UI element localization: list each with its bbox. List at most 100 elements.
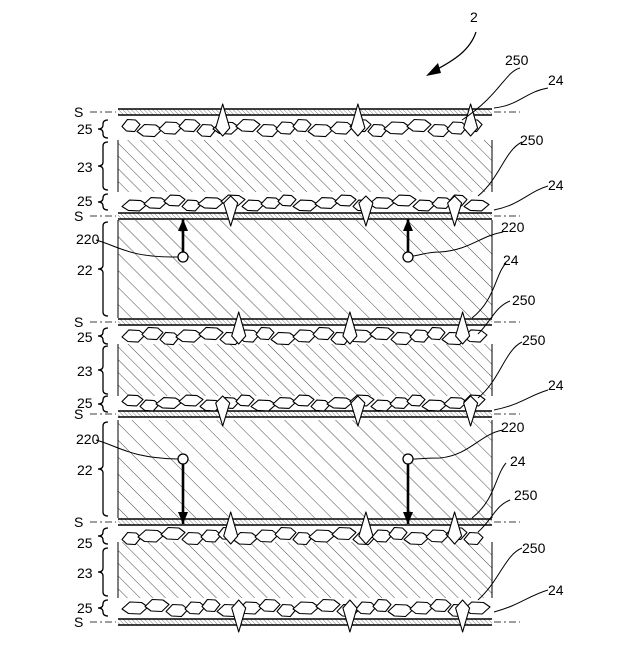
particle-250 <box>315 198 338 209</box>
particle-250 <box>137 125 162 137</box>
layer-22-body <box>118 220 492 318</box>
brace <box>98 346 108 394</box>
label-surface-s: S <box>74 104 83 120</box>
label-ref-220: 220 <box>501 219 525 235</box>
particle-250 <box>428 125 450 137</box>
leader-line <box>494 88 548 108</box>
particle-250 <box>388 605 413 617</box>
leader-line <box>494 590 548 612</box>
particle-250 <box>332 528 356 540</box>
particle-250 <box>271 332 296 344</box>
particle-250 <box>426 530 449 542</box>
particle-250 <box>164 195 185 206</box>
particle-250 <box>293 120 311 132</box>
label-ref-25: 25 <box>77 193 93 209</box>
particle-250 <box>371 400 393 411</box>
particle-250 <box>327 398 353 409</box>
brace <box>98 142 108 190</box>
particle-250 <box>293 602 319 614</box>
particle-250 <box>160 332 179 344</box>
particle-250 <box>430 600 451 612</box>
label-ref-2: 2 <box>470 9 478 25</box>
layer-22-body <box>118 420 492 518</box>
particle-250 <box>343 600 357 632</box>
label-ref-25: 25 <box>77 121 93 137</box>
particle-250 <box>335 195 356 206</box>
label-ref-22: 22 <box>77 262 93 278</box>
label-ref-250: 250 <box>512 292 536 308</box>
particle-250 <box>277 605 296 617</box>
particle-250 <box>410 330 430 342</box>
layer-24-strip <box>118 619 492 625</box>
particle-250 <box>251 400 276 411</box>
particle-250 <box>159 122 182 134</box>
particle-250 <box>384 122 410 134</box>
label-ref-24: 24 <box>548 582 564 598</box>
label-ref-23: 23 <box>77 565 93 581</box>
particle-250 <box>236 395 254 406</box>
brace <box>98 528 108 544</box>
particle-250 <box>392 195 416 206</box>
leader-line <box>494 186 548 210</box>
particle-250 <box>413 200 435 211</box>
label-ref-25: 25 <box>77 329 93 345</box>
layer-stack <box>90 109 520 625</box>
label-ref-24: 24 <box>510 453 526 469</box>
label-ref-220: 220 <box>501 419 525 435</box>
origin-point-220 <box>403 454 413 464</box>
particle-250 <box>156 398 182 409</box>
particle-250 <box>140 400 159 411</box>
particle-250 <box>176 330 202 342</box>
particle-250 <box>166 605 188 617</box>
layer-23-body <box>118 140 492 192</box>
particle-250 <box>179 395 203 406</box>
particle-250 <box>185 602 205 614</box>
particle-250 <box>144 198 167 209</box>
particle-250 <box>122 120 140 132</box>
particle-250 <box>330 122 353 134</box>
particle-250 <box>391 332 413 344</box>
brace <box>98 548 108 596</box>
particle-250 <box>161 528 185 540</box>
brace <box>98 422 108 516</box>
particle-250 <box>242 200 264 211</box>
particle-250 <box>373 600 391 612</box>
label-ref-220: 220 <box>76 431 100 447</box>
particle-250 <box>427 327 445 339</box>
particle-250 <box>308 125 333 137</box>
layer-24-strip <box>118 519 492 525</box>
label-ref-250: 250 <box>505 52 529 68</box>
origin-point-220 <box>178 454 188 464</box>
particle-250 <box>407 395 425 406</box>
layer-24-strip <box>118 411 492 417</box>
label-ref-25: 25 <box>77 395 93 411</box>
label-surface-s: S <box>74 514 83 530</box>
particle-250 <box>198 198 224 209</box>
particle-250 <box>316 600 340 612</box>
layer-23-body <box>118 542 492 598</box>
particle-250 <box>356 602 376 614</box>
particle-250 <box>257 125 279 137</box>
particle-250 <box>293 330 316 342</box>
particle-250 <box>370 327 394 339</box>
particle-250 <box>410 602 433 614</box>
particle-250 <box>145 600 169 612</box>
particle-250 <box>202 600 220 612</box>
particle-250 <box>273 398 296 409</box>
particle-250 <box>232 600 246 632</box>
particle-250 <box>368 125 387 137</box>
particle-250 <box>275 528 296 540</box>
label-ref-250: 250 <box>520 132 544 148</box>
layer-23-body <box>118 344 492 396</box>
particle-250 <box>278 195 296 206</box>
layer-25-particles <box>122 600 490 633</box>
label-ref-24: 24 <box>503 252 519 268</box>
label-ref-23: 23 <box>77 159 93 175</box>
particle-250 <box>311 400 330 411</box>
particle-250 <box>293 395 314 406</box>
label-ref-24: 24 <box>548 377 564 393</box>
label-ref-250: 250 <box>514 487 538 503</box>
particle-250 <box>456 600 470 632</box>
origin-point-220 <box>403 252 413 262</box>
brace <box>98 194 108 210</box>
